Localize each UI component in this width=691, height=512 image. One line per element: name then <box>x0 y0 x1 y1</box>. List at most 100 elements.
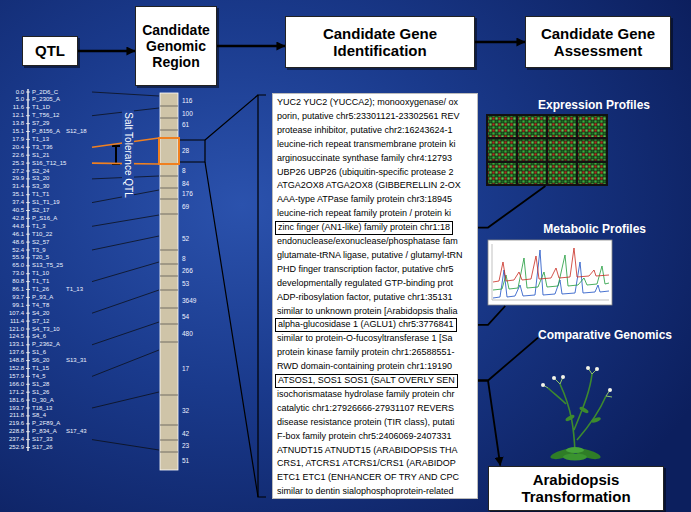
gene-line: endonuclease/exonuclease/phosphatase fam <box>277 236 458 247</box>
node-text: Candidate Genomic Region <box>140 22 212 70</box>
map-position: 124.5 <box>2 333 24 340</box>
marker-name: S3_20 <box>32 175 49 182</box>
marker-name: S17_33 <box>32 436 53 443</box>
map-position: 86.1 <box>2 286 24 293</box>
marker-name: T1_15 <box>32 365 49 372</box>
gene-line: protease inhibitor, putative chr2:162436… <box>277 125 453 136</box>
segment-number: 116 <box>182 97 192 104</box>
gene-line: leucine-rich repeat transmembrane protei… <box>277 139 456 150</box>
marker-name: S12_18 <box>66 128 87 135</box>
map-position: 107.4 <box>2 310 24 317</box>
marker-name: T_T56_12 <box>32 112 59 119</box>
map-position: 0.0 <box>2 89 24 96</box>
map-position: 31.4 <box>2 183 24 190</box>
marker-name: S1_T1_19 <box>32 199 60 206</box>
marker-name: S2_57 <box>32 239 49 246</box>
map-position: 111.4 <box>2 318 24 325</box>
gene-line: ATNUDT15 ATNUDT15 (ARABIDOPSIS THA <box>277 445 458 456</box>
map-position: 152.8 <box>2 365 24 372</box>
segment-number: 28 <box>182 147 189 154</box>
marker-name: P_8156_A <box>32 128 60 135</box>
transformation-box: Arabidopsis Transformation <box>488 466 664 511</box>
marker-name: T20_5 <box>32 254 49 261</box>
marker-name: P_2D6_C <box>32 89 58 96</box>
map-position: 5.0 <box>2 96 24 103</box>
map-position: 237.4 <box>2 436 24 443</box>
gene-line: UBP26 UBP26 (ubiquitin-specific protease… <box>277 167 454 178</box>
marker-name: S7_12 <box>32 318 49 325</box>
marker-name: S4_20 <box>32 310 49 317</box>
marker-name: S3_30 <box>32 183 49 190</box>
gene-line: similar to dentin sialophosphoprotein-re… <box>277 486 454 497</box>
map-position: 133.1 <box>2 341 24 348</box>
map-position: 12.1 <box>2 112 24 119</box>
marker-name: S2_17 <box>32 207 49 214</box>
marker-name: T1_T1 <box>32 191 49 198</box>
gene-line: CRS1, ATCRS1 ATCRS1/CRS1 (ARABIDOP <box>277 458 456 469</box>
map-position: 219.6 <box>2 420 24 427</box>
node-text: Candidate Gene Assessment <box>530 25 666 60</box>
node-text: Arabidopsis Transformation <box>493 471 659 506</box>
map-position: 181.6 <box>2 397 24 404</box>
map-position: 46.1 <box>2 231 24 238</box>
segment-number: 54 <box>182 313 189 320</box>
map-position: 166.0 <box>2 381 24 388</box>
gene-line: ADP-ribosylation factor, putative chr1:3… <box>277 292 453 303</box>
gene-line: arginosuccinate synthase family chr4:127… <box>277 153 452 164</box>
marker-name: S17_26 <box>32 444 53 451</box>
map-position: 11.6 <box>2 104 24 111</box>
map-position: 193.7 <box>2 405 24 412</box>
map-position: 40.5 <box>2 207 24 214</box>
marker-name: S4_6 <box>32 333 46 340</box>
segment-number: 266 <box>182 267 193 274</box>
gene-highlight-box: ATSOS1, SOS1 SOS1 (SALT OVERLY SEN <box>275 374 458 388</box>
marker-name: P_834_A <box>32 428 57 435</box>
map-links <box>92 92 159 450</box>
marker-name: P_2362_A <box>32 341 60 348</box>
marker-name: S2_24 <box>32 168 49 175</box>
map-position: 52.4 <box>2 247 24 254</box>
segment-number: 42 <box>182 430 189 437</box>
map-position: 35.1 <box>2 191 24 198</box>
marker-name: S1_21 <box>32 152 49 159</box>
marker-name: T1_13 <box>32 136 49 143</box>
segment-number: 32 <box>182 407 189 414</box>
marker-name: S7_29 <box>32 120 49 127</box>
connector-arrow <box>78 50 135 53</box>
expression-image <box>486 114 608 186</box>
map-position: 171.2 <box>2 389 24 396</box>
marker-name: S6_20 <box>32 357 49 364</box>
map-position: 17.9 <box>2 136 24 143</box>
segment-number: 176 <box>182 190 193 197</box>
node-text: ATSOS1, SOS1 SOS1 (SALT OVERLY SEN <box>278 375 455 386</box>
marker-name: D_30_A <box>32 397 54 404</box>
gene-line: YUC2 YUC2 (YUCCA2); monooxygenase/ ox <box>277 97 458 108</box>
marker-name: P_2305_A <box>32 96 60 103</box>
map-position: 93.7 <box>2 294 24 301</box>
node-text: alpha-glucosidase 1 (AGLU1) chr5:3776841 <box>278 319 454 330</box>
connector-arrow <box>217 45 285 48</box>
map-position: 22.6 <box>2 152 24 159</box>
marker-name: T1_3 <box>32 223 46 230</box>
gene-line: AAA-type ATPase family protein chr3:1894… <box>277 194 452 205</box>
identification-box: Candidate Gene Identification <box>285 16 475 68</box>
segment-number: 51 <box>182 457 189 464</box>
segment-number: 8 <box>182 167 186 174</box>
map-position: 27.2 <box>2 168 24 175</box>
marker-name: T1_26 <box>32 286 49 293</box>
axis-title: Salt Tolerance QTL <box>122 110 134 199</box>
marker-name: P_2F89_A <box>32 420 60 427</box>
marker-name: S1_6 <box>32 349 46 356</box>
map-position: 25.3 <box>2 160 24 167</box>
gene-line: developmentally regulated GTP-binding pr… <box>277 278 453 289</box>
map-position: 228.8 <box>2 428 24 435</box>
node-text: zinc finger (AN1-like) family protein ch… <box>278 222 450 233</box>
marker-name: S4_T3_10 <box>32 326 60 333</box>
segment-number: 52 <box>182 235 189 242</box>
gene-line: similar to unknown protein [Arabidopsis … <box>277 306 458 317</box>
gene-line: ATGA2OX8 ATGA2OX8 (GIBBERELLIN 2-OX <box>277 180 461 191</box>
marker-name: T3_9 <box>32 247 46 254</box>
marker-name: T4_5 <box>32 373 46 380</box>
marker-name: T10_22 <box>32 231 52 238</box>
